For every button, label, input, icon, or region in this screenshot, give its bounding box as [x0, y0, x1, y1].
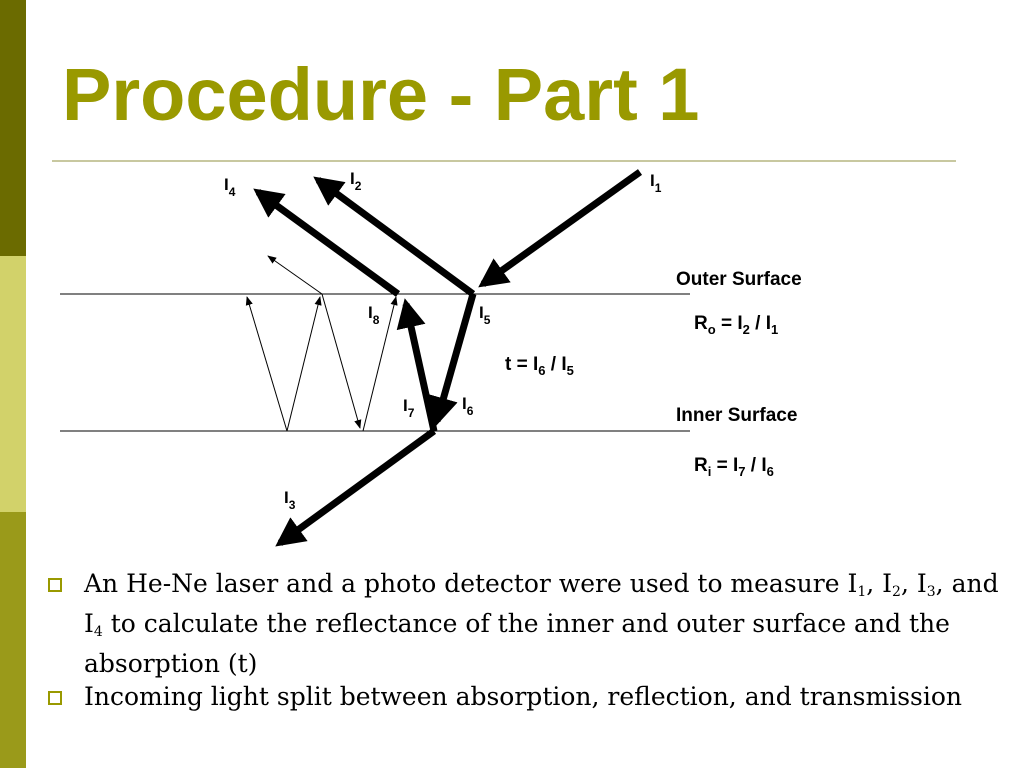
ray-i7-i8	[396, 298, 438, 432]
thick-main-rays	[253, 169, 643, 547]
thin-internal-rays	[245, 255, 398, 432]
label-i5: I5	[479, 303, 491, 327]
bullet-square-icon	[48, 578, 62, 592]
ray-i5-i6	[429, 293, 477, 427]
bullet-text-measurement: An He-Ne laser and a photo detector were…	[84, 569, 999, 678]
label-i3: I3	[284, 488, 296, 512]
bullet-item-measurement: An He-Ne laser and a photo detector were…	[44, 568, 1014, 679]
label-i7: I7	[403, 396, 415, 420]
ray-i1	[478, 169, 643, 288]
label-i8: I8	[368, 303, 380, 327]
inner-surface-label: Inner Surface	[676, 405, 797, 426]
ray-i2	[313, 176, 476, 297]
transmission-equation: t = I6 / I5	[505, 354, 574, 378]
ray-i3	[275, 428, 437, 547]
outer-surface-label: Outer Surface	[676, 269, 802, 290]
bullet-list: An He-Ne laser and a photo detector were…	[44, 568, 1014, 714]
ray-i4	[253, 188, 401, 297]
label-i1: I1	[650, 171, 662, 195]
title-divider	[52, 160, 956, 162]
label-i6: I6	[462, 394, 474, 418]
sidebar-band-top	[0, 0, 26, 256]
bullet-text-light-split: Incoming light split between absorption,…	[84, 682, 963, 711]
bullet-item-light-split: Incoming light split between absorption,…	[44, 681, 1014, 712]
outer-reflectance-equation: Ro = I2 / I1	[694, 313, 778, 337]
sidebar-band-bottom	[0, 512, 26, 768]
label-i2: I2	[350, 169, 362, 193]
slide-title: Procedure - Part 1	[62, 53, 700, 136]
label-i4: I4	[224, 175, 236, 199]
sidebar-band-middle	[0, 256, 26, 512]
inner-reflectance-equation: Ri = I7 / I6	[694, 455, 774, 479]
bullet-square-icon	[48, 691, 62, 705]
